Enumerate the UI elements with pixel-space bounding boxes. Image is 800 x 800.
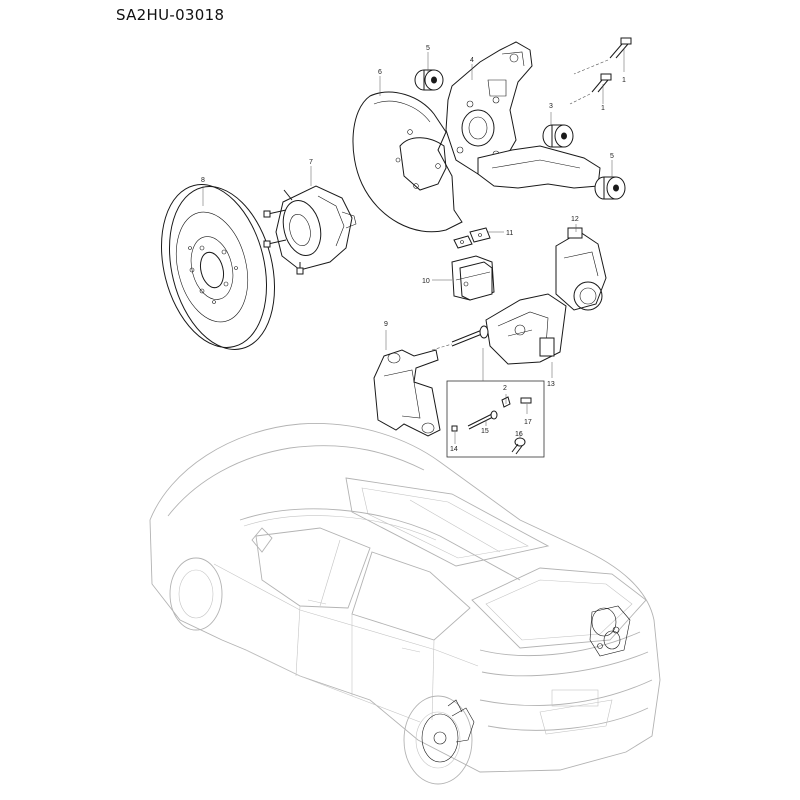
callout-14: 14 <box>450 446 458 453</box>
dust-shield <box>352 91 463 233</box>
caliper-motor <box>555 227 607 311</box>
brake-pads <box>451 255 495 301</box>
callout-8: 8 <box>201 177 205 184</box>
callout-1-upper: 1 <box>622 77 626 84</box>
fastener-kit-box <box>446 348 545 458</box>
callout-3: 3 <box>549 103 553 110</box>
callout-labels: 1 1 2 3 4 5 5 6 7 8 9 10 11 12 13 14 15 … <box>201 45 626 453</box>
pad-clips <box>453 227 491 249</box>
callout-9: 9 <box>384 321 388 328</box>
callout-13: 13 <box>547 381 555 388</box>
callout-17: 17 <box>524 419 532 426</box>
callout-10: 10 <box>422 278 430 285</box>
vehicle-outline <box>149 423 661 785</box>
callout-5-upper: 5 <box>426 45 430 52</box>
bushing-upper <box>414 69 444 91</box>
callout-4: 4 <box>470 57 474 64</box>
callout-16: 16 <box>515 431 523 438</box>
bolt-lower <box>569 73 612 105</box>
diagram-title: SA2HU-03018 <box>116 6 225 24</box>
caliper-bracket <box>373 349 441 437</box>
guide-pin <box>431 325 489 351</box>
callout-12: 12 <box>571 216 579 223</box>
leader-lines <box>202 48 625 444</box>
callout-2: 2 <box>503 385 507 392</box>
brake-disc <box>160 184 276 350</box>
callout-1-lower: 1 <box>601 105 605 112</box>
callout-15: 15 <box>481 428 489 435</box>
callout-5-lower: 5 <box>610 153 614 160</box>
caliper-housing <box>485 293 567 365</box>
lower-control-arm <box>477 124 626 200</box>
hub-bearing <box>263 185 357 275</box>
callout-6: 6 <box>378 69 382 76</box>
callout-11: 11 <box>506 230 513 237</box>
callout-7: 7 <box>309 159 313 166</box>
bolt-upper <box>573 37 632 75</box>
